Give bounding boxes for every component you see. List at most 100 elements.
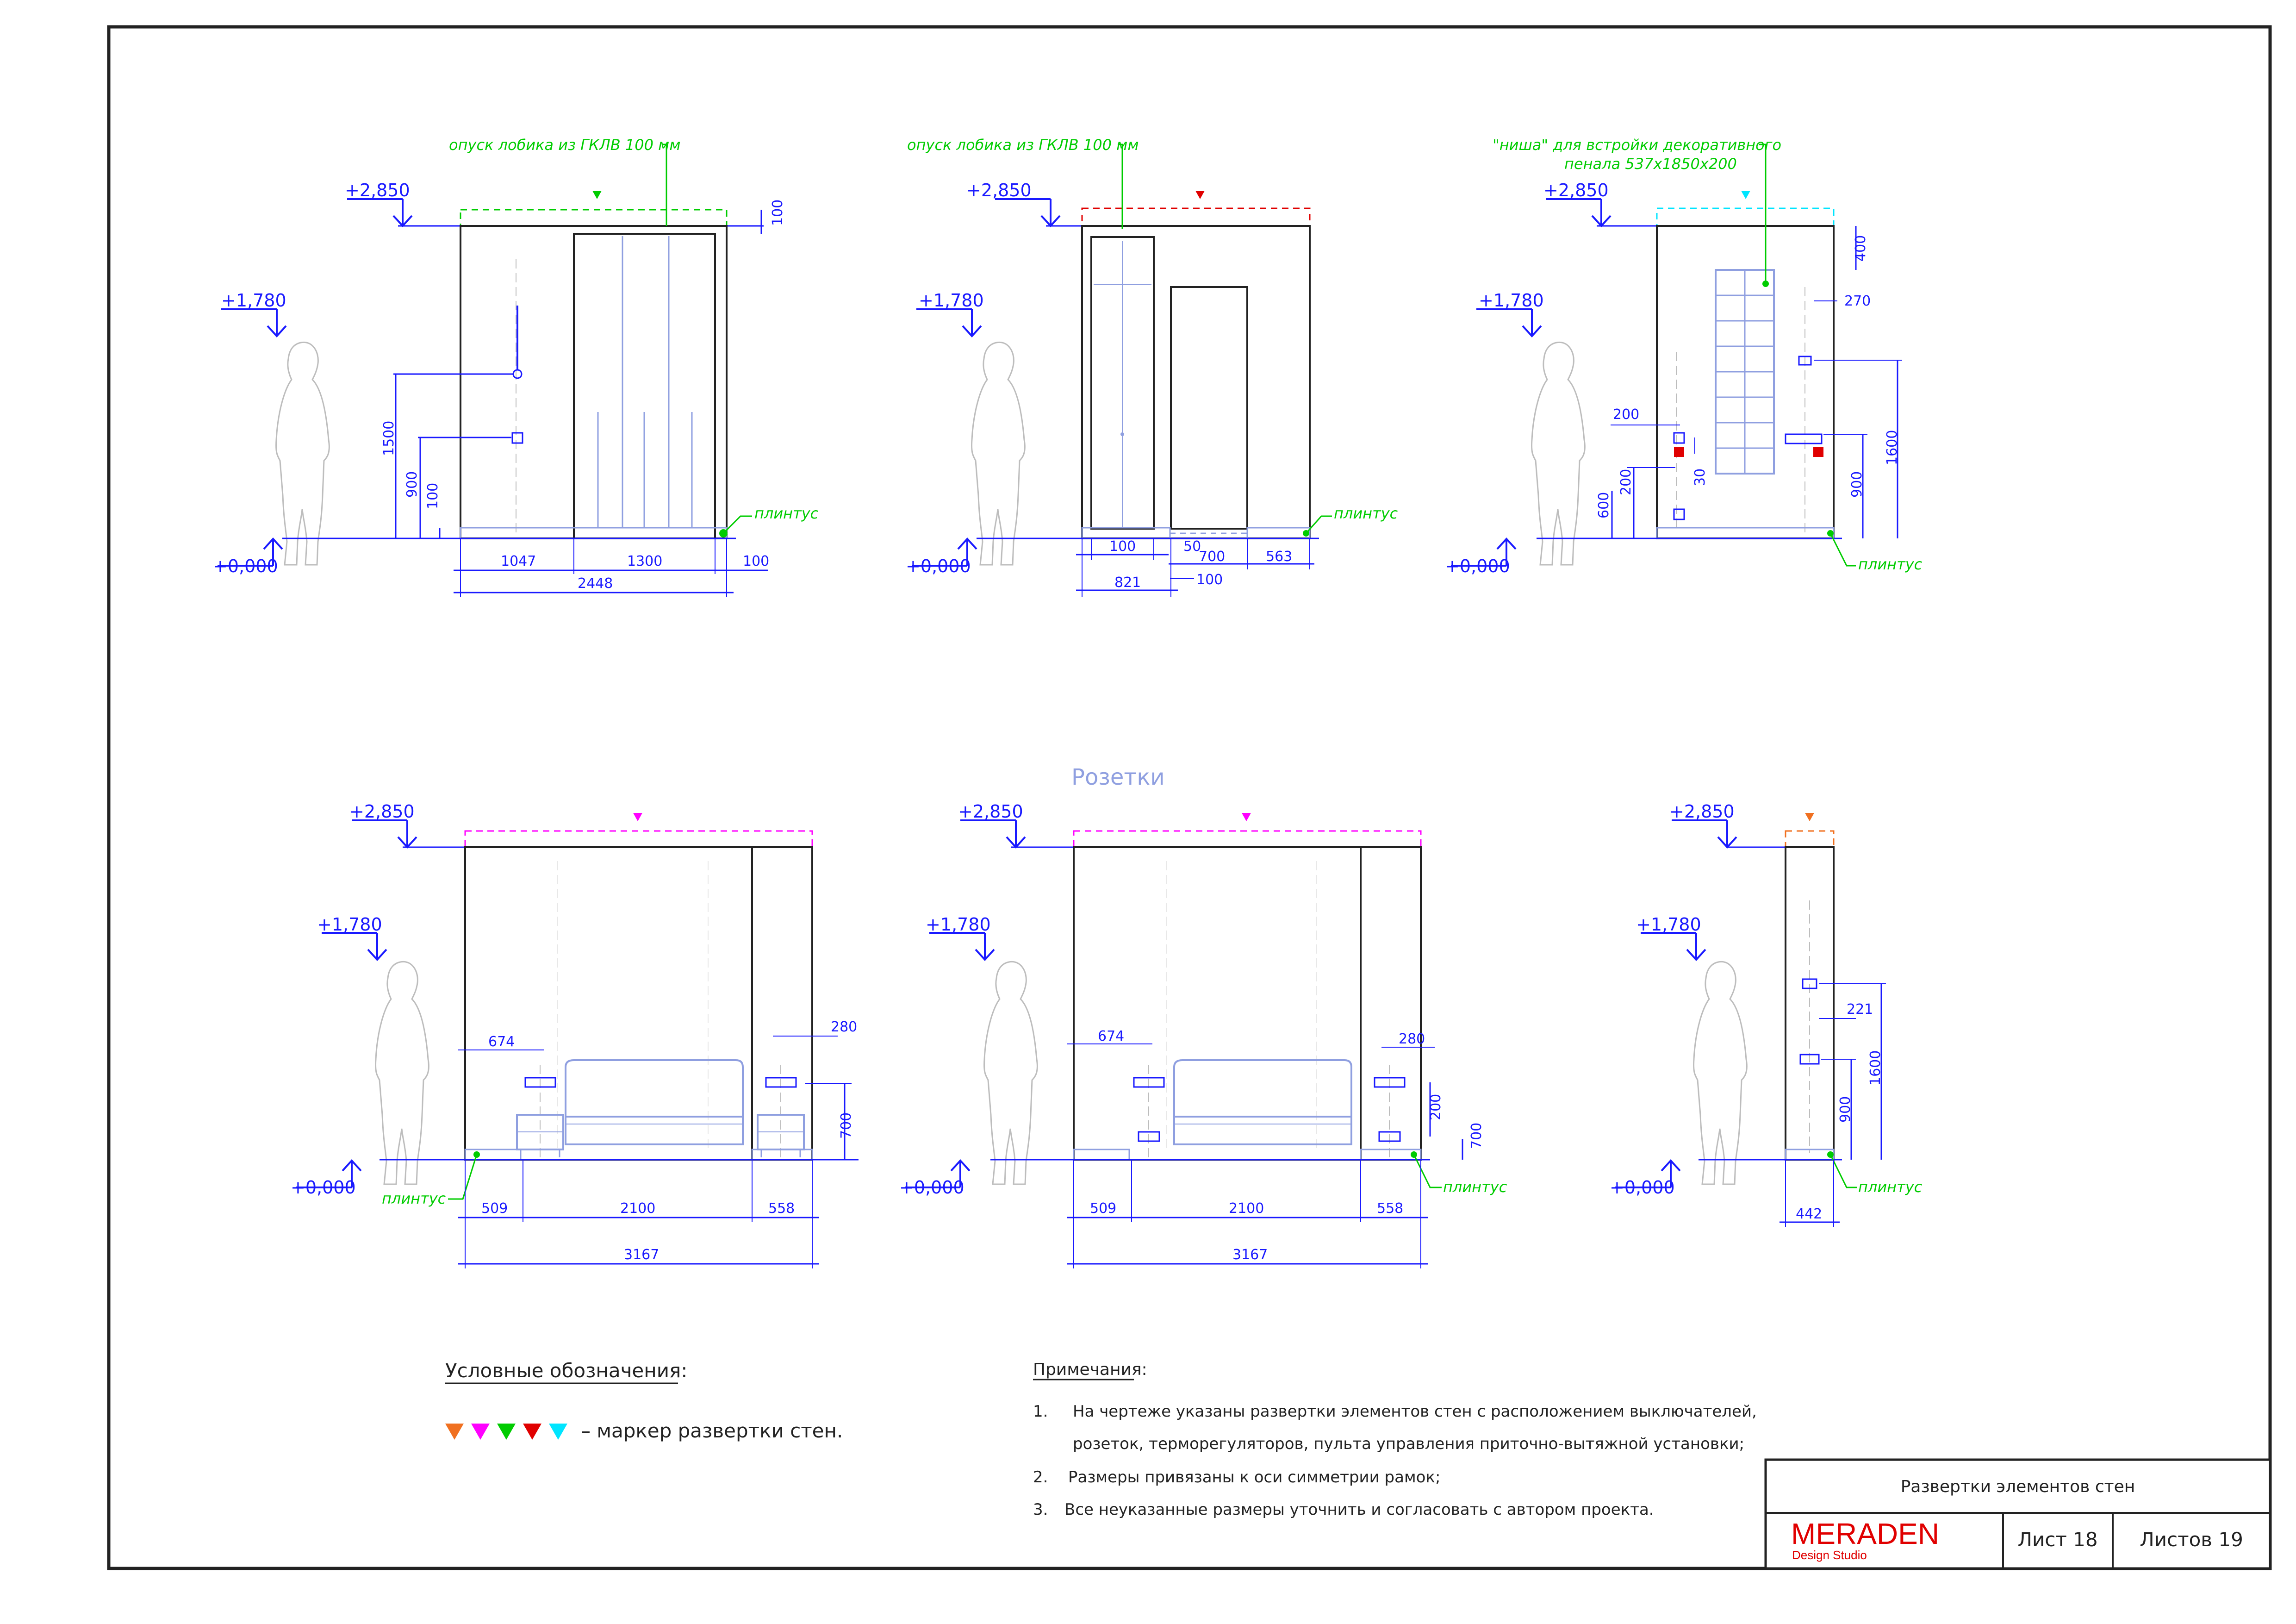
dim-e1-1500: 1500 [381, 421, 397, 456]
dim-e4-558: 558 [768, 1200, 795, 1217]
person-silhouette-icon [275, 341, 330, 566]
elevation-1: +2,850 +1,780 +0,000 опуск лобика из ГКЛ… [213, 136, 819, 597]
legend: Условные обозначения: – маркер развертки… [445, 1359, 843, 1442]
dim-e1-100b: 100 [743, 553, 769, 569]
dim-e4-3167: 3167 [624, 1247, 659, 1263]
note-3-number: 3. [1033, 1500, 1048, 1519]
dim-e2-700: 700 [1199, 549, 1225, 565]
dim-e1-100: 100 [425, 483, 441, 509]
person-silhouette-icon [983, 961, 1038, 1185]
dim-e1-900: 900 [404, 471, 420, 498]
legend-title: Условные обозначения: [445, 1359, 687, 1382]
dim-e5-200: 200 [1428, 1094, 1444, 1120]
dim-e1-1047: 1047 [501, 553, 536, 569]
title-block: Развертки элементов стен MERADEN Design … [1764, 1458, 2271, 1570]
level-label-zero: +0,000 [1610, 1177, 1675, 1198]
plinth-note: плинтус [1858, 556, 1923, 573]
dim-e3-1600: 1600 [1884, 430, 1900, 465]
legend-text: – маркер развертки стен. [581, 1419, 843, 1442]
level-label-zero: +0,000 [213, 556, 278, 576]
level-label-person: +1,780 [1479, 290, 1544, 311]
dim-e5-3167: 3167 [1232, 1247, 1268, 1263]
dim-e5-280: 280 [1399, 1031, 1425, 1047]
sheet-count: Листов 19 [2140, 1528, 2243, 1551]
brand-subtitle: Design Studio [1792, 1548, 1867, 1562]
dim-e2-821: 821 [1114, 575, 1141, 591]
level-marker-top [1671, 819, 1737, 848]
marker-magenta-icon [1242, 813, 1251, 821]
level-label-top: +2,850 [958, 801, 1023, 822]
person-silhouette-icon [375, 961, 429, 1185]
level-marker-top [959, 819, 1026, 848]
person-silhouette-icon [971, 341, 1026, 566]
elevation-5: +2,850 +1,780 +0,000 плинтус 674 280 [899, 801, 1507, 1268]
level-marker-top [1545, 198, 1612, 227]
marker-red-icon [523, 1424, 541, 1440]
level-marker-person [321, 932, 387, 961]
marker-magenta-icon [633, 813, 642, 821]
marker-orange-icon [1805, 813, 1814, 821]
note-1-line1: На чертеже указаны развертки элементов с… [1073, 1402, 1757, 1421]
brand-logo: MERADEN [1791, 1517, 1939, 1550]
level-marker-person [1640, 932, 1706, 961]
dim-e6-900: 900 [1837, 1096, 1854, 1123]
sheet-frame [107, 25, 2272, 1570]
dim-e5-509: 509 [1090, 1200, 1116, 1217]
dim-e5-700: 700 [1468, 1123, 1485, 1149]
dim-e2-563: 563 [1266, 549, 1292, 565]
level-marker-top [994, 198, 1061, 227]
dim-e3-200: 200 [1613, 406, 1639, 423]
dim-e4-280: 280 [831, 1019, 857, 1035]
marker-red-icon [1195, 191, 1205, 199]
dim-e3-30: 30 [1692, 468, 1708, 486]
level-label-person: +1,780 [926, 914, 991, 935]
dim-e1-top100: 100 [770, 200, 786, 226]
note-2-number: 2. [1033, 1468, 1048, 1487]
note-3: Все неуказанные размеры уточнить и согла… [1064, 1500, 1654, 1519]
level-marker-person [915, 308, 982, 337]
person-silhouette-icon [1531, 341, 1586, 566]
level-label-person: +1,780 [1636, 914, 1701, 935]
plinth-note: плинтус [1334, 505, 1398, 522]
dim-e3-270: 270 [1844, 293, 1871, 309]
notes: Примечания: 1. На чертеже указаны развер… [1033, 1360, 1757, 1519]
level-label-person: +1,780 [317, 914, 382, 935]
level-label-top: +2,850 [966, 180, 1032, 200]
sheet-number: Лист 18 [2017, 1528, 2097, 1551]
elevation-3: +2,850 +1,780 +0,000 "ниша" для встрой [1445, 136, 1923, 576]
level-label-person: +1,780 [221, 290, 286, 311]
level-marker-person [1475, 308, 1542, 337]
dim-e3-600: 600 [1596, 492, 1612, 518]
dim-e4-700: 700 [838, 1112, 854, 1139]
soffit-note: опуск лобика из ГКЛВ 100 мм [449, 136, 680, 154]
level-label-top: +2,850 [1543, 180, 1609, 200]
dim-e6-1600: 1600 [1867, 1050, 1884, 1086]
marker-orange-icon [445, 1424, 464, 1440]
plinth-note: плинтус [754, 505, 819, 522]
plinth-note: плинтус [1443, 1178, 1507, 1196]
dim-e1-1300: 1300 [627, 553, 662, 569]
plinth-note: плинтус [382, 1190, 446, 1207]
level-label-zero: +0,000 [291, 1177, 356, 1198]
title-block-title: Развертки элементов стен [1901, 1477, 2135, 1496]
dim-e2-50: 50 [1183, 538, 1201, 555]
dim-e5-558: 558 [1377, 1200, 1403, 1217]
note-1-number: 1. [1033, 1402, 1048, 1421]
notes-title: Примечания: [1033, 1360, 1147, 1379]
dim-e3-v200: 200 [1618, 469, 1634, 495]
section-title: Розетки [1071, 764, 1165, 790]
level-label-zero: +0,000 [1445, 556, 1510, 576]
marker-cyan-icon [549, 1424, 567, 1440]
elevation-4: +2,850 +1,780 +0,000 пли [291, 801, 859, 1268]
level-label-zero: +0,000 [906, 556, 971, 576]
dim-e2-100b: 100 [1196, 572, 1223, 588]
dim-e4-674: 674 [488, 1034, 515, 1050]
marker-green-icon [497, 1424, 516, 1440]
dim-e4-2100: 2100 [620, 1200, 655, 1217]
dim-e1-2448: 2448 [578, 575, 613, 592]
marker-cyan-icon [1741, 191, 1750, 199]
person-silhouette-icon [1693, 961, 1748, 1185]
level-marker-top [351, 819, 417, 848]
level-label-person: +1,780 [919, 290, 984, 311]
